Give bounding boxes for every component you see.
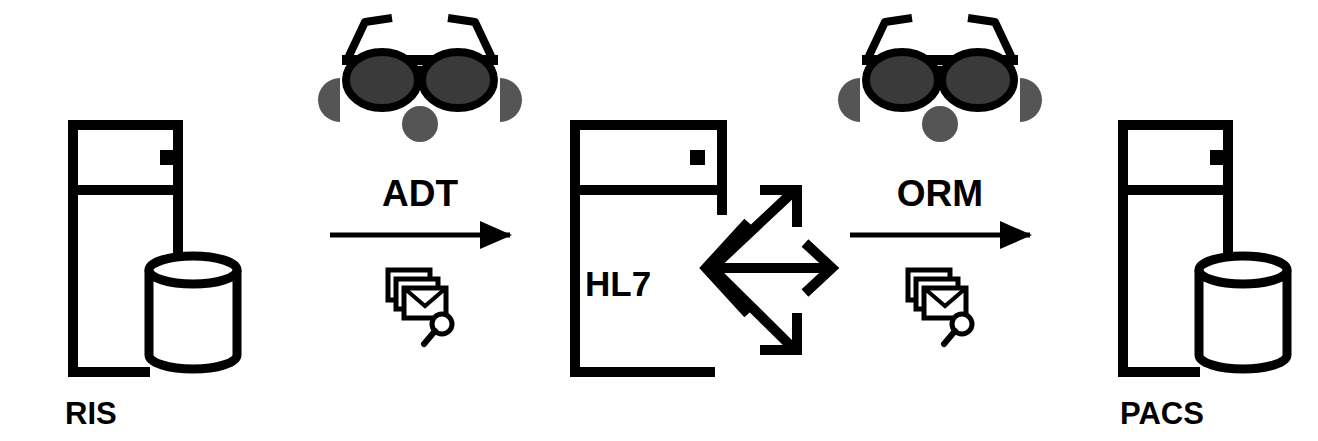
server-led (1210, 150, 1225, 165)
database-cylinder (1199, 256, 1287, 369)
message-stack-icon (908, 270, 972, 344)
server-divider (575, 185, 722, 195)
node-label: RIS (65, 398, 117, 429)
message-type-label: ADT (382, 175, 458, 212)
ris-server: RIS (60, 110, 250, 430)
spy-glasses-icon (318, 18, 522, 142)
routing-arrows (706, 190, 832, 350)
server-icon (60, 110, 250, 430)
node-label: HL7 (585, 266, 651, 301)
server-icon (560, 110, 845, 390)
database-rim (149, 270, 237, 284)
server-led (690, 150, 705, 165)
server-icon (1110, 110, 1300, 430)
message-arrow (330, 233, 510, 238)
server-led (160, 150, 175, 165)
server-divider (1123, 185, 1228, 195)
spy-glasses-icon (838, 18, 1042, 142)
database-cylinder (149, 256, 237, 369)
node-label: PACS (1120, 398, 1204, 429)
pacs-server: PACS (1110, 110, 1300, 430)
server-body (575, 125, 722, 372)
server-divider (73, 185, 178, 195)
message-type-label: ORM (897, 175, 983, 212)
message-arrow (850, 233, 1030, 238)
database-rim (1199, 270, 1287, 284)
message-stack-icon (388, 270, 452, 344)
hl7-engine: HL7 (560, 110, 845, 390)
